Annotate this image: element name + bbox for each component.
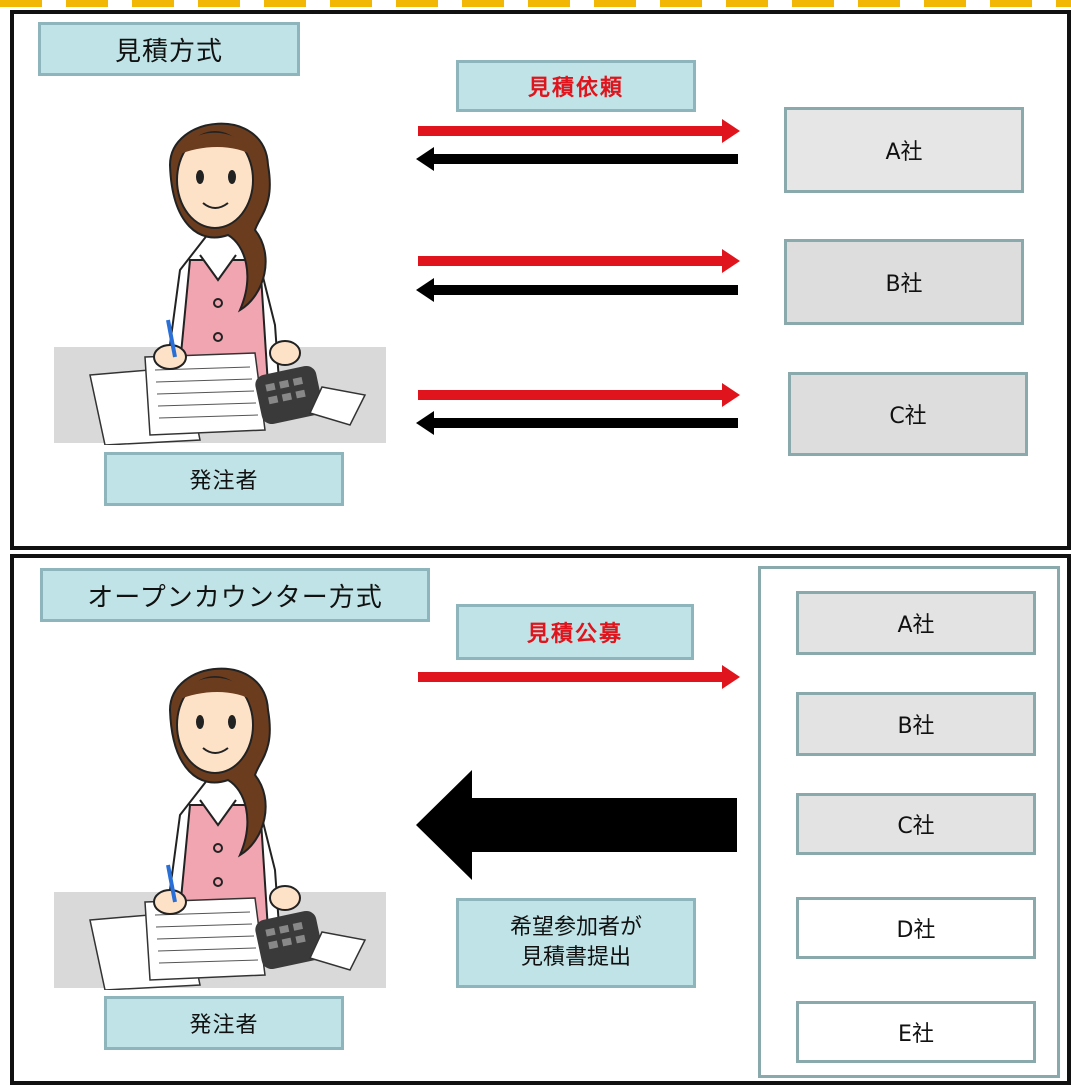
top-dashed-band bbox=[0, 0, 1071, 7]
top-company-c: C社 bbox=[788, 372, 1028, 456]
estimate-request-label: 見積依頼 bbox=[456, 60, 696, 112]
orderer-illustration-bottom bbox=[54, 667, 386, 990]
bottom-company-d: D社 bbox=[796, 897, 1036, 959]
bottom-company-a: A社 bbox=[796, 591, 1036, 655]
top-orderer-label: 発注者 bbox=[104, 452, 344, 506]
public-request-arrow bbox=[418, 665, 740, 689]
request-arrow-a bbox=[418, 119, 740, 143]
bottom-orderer-label: 発注者 bbox=[104, 996, 344, 1050]
return-arrow-a bbox=[416, 147, 738, 171]
submission-note: 希望参加者が 見積書提出 bbox=[456, 898, 696, 988]
estimate-method-title: 見積方式 bbox=[38, 22, 300, 76]
top-company-b: B社 bbox=[784, 239, 1024, 325]
open-counter-title: オープンカウンター方式 bbox=[40, 568, 430, 622]
return-arrow-b bbox=[416, 278, 738, 302]
submission-note-line1: 希望参加者が bbox=[509, 915, 642, 940]
bottom-company-b: B社 bbox=[796, 692, 1036, 756]
return-arrow-c bbox=[416, 411, 738, 435]
orderer-illustration-top bbox=[54, 122, 386, 445]
top-company-a: A社 bbox=[784, 107, 1024, 193]
bottom-company-c: C社 bbox=[796, 793, 1036, 855]
bottom-company-e: E社 bbox=[796, 1001, 1036, 1063]
submission-note-line2: 見積書提出 bbox=[520, 945, 631, 970]
public-request-label: 見積公募 bbox=[456, 604, 694, 660]
submission-arrow bbox=[416, 770, 737, 880]
request-arrow-b bbox=[418, 249, 740, 273]
request-arrow-c bbox=[418, 383, 740, 407]
